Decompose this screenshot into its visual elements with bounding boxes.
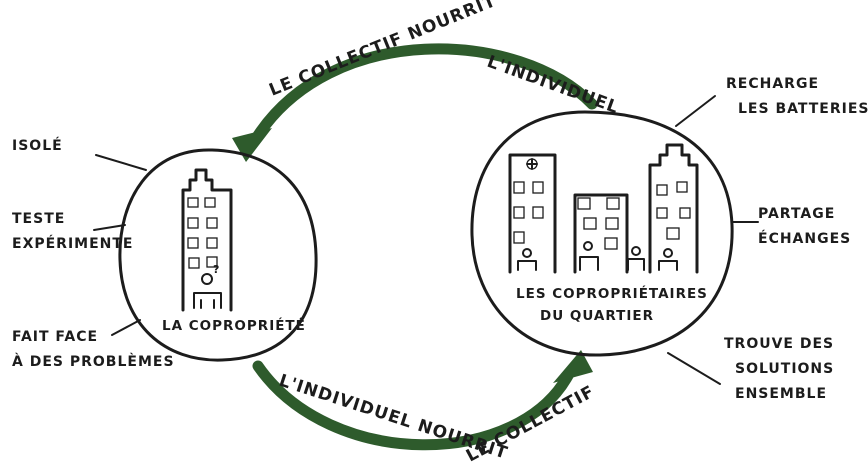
building-icon [508, 153, 557, 274]
right-circle-caption-line1: LES COPROPRIÉTAIRES [516, 285, 708, 302]
fait-connector [111, 319, 141, 336]
building-icon [648, 143, 699, 274]
label-trouve-line2: SOLUTIONS [735, 361, 834, 377]
label-trouve-line1: TROUVE DES [724, 336, 834, 352]
left-circle: ? LA COPROPRIÉTÉ [118, 148, 318, 362]
recharge-connector [675, 95, 716, 127]
label-teste-line1: TESTE [12, 211, 65, 227]
trouve-connector [667, 352, 721, 385]
bottom-arrow [252, 350, 593, 451]
building-icon [573, 193, 629, 274]
label-isole: ISOLÉ [12, 137, 63, 154]
right-circle-caption-line2: DU QUARTIER [540, 308, 654, 324]
top-arrow-text-line2: L'INDIVIDUEL [484, 52, 621, 118]
label-recharge-line2: LES BATTERIES [738, 101, 868, 117]
label-fait-line1: FAIT FACE [12, 329, 98, 345]
person-icon [627, 246, 645, 271]
label-partage-line2: ÉCHANGES [758, 230, 851, 247]
question-mark-icon: ? [213, 263, 220, 276]
person-icon [193, 273, 222, 309]
top-arrow [232, 43, 598, 162]
label-trouve-line3: ENSEMBLE [735, 386, 827, 402]
left-circle-caption: LA COPROPRIÉTÉ [162, 317, 306, 334]
right-circle: LES COPROPRIÉTAIRES DU QUARTIER [470, 110, 734, 357]
label-partage-line1: PARTAGE [758, 206, 835, 222]
isole-connector [95, 154, 147, 171]
building-icon [181, 168, 233, 312]
teste-connector [93, 224, 126, 231]
label-teste-line2: EXPÉRIMENTE [12, 235, 134, 252]
label-recharge-line1: RECHARGE [726, 76, 819, 92]
label-fait-line2: À DES PROBLÈMES [12, 353, 175, 370]
bottom-arrow-text-line2: LE COLLECTIF [463, 382, 598, 467]
